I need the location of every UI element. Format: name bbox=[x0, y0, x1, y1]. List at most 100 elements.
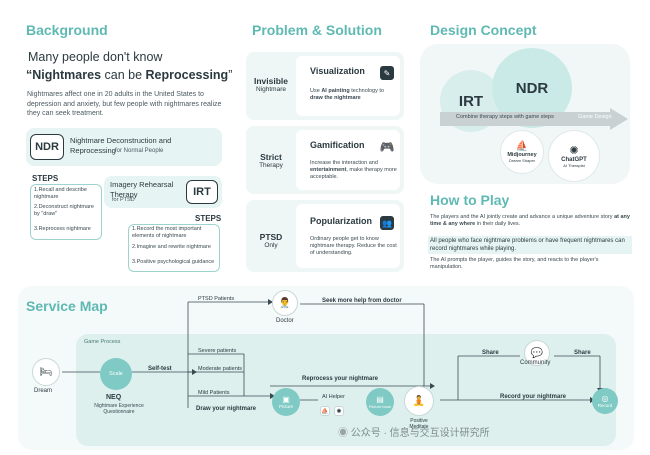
community-label: Community bbox=[520, 360, 551, 366]
midjourney-label: Midjourney bbox=[507, 152, 537, 158]
seek-help-label: Seek more help from doctor bbox=[322, 298, 402, 304]
background-heading: Background bbox=[26, 22, 108, 38]
record-icon: ◎ bbox=[601, 394, 609, 403]
combine-text: Combine therapy steps with game steps bbox=[456, 114, 554, 120]
sailboat-icon: ⛵ bbox=[515, 141, 529, 152]
share-label-1: Share bbox=[482, 350, 499, 356]
problem-row-2-left: Strict Therapy bbox=[249, 152, 293, 169]
desc-1a: Use bbox=[310, 88, 322, 94]
mild-label: Mild Patients bbox=[198, 390, 230, 396]
neq-label: NEQ bbox=[106, 394, 122, 401]
desc-2a: Increase the interaction and bbox=[310, 160, 378, 166]
chatgpt-small-icon: ✺ bbox=[334, 406, 344, 416]
bed-icon: 🛏 bbox=[39, 366, 53, 378]
problem-row-2-title: Gamification bbox=[310, 140, 365, 150]
design-heading: Design Concept bbox=[430, 22, 537, 38]
problem-row-3-desc: Ordinary people get to know nightmare th… bbox=[310, 236, 397, 256]
howto-p1-c: in their daily lives. bbox=[475, 221, 521, 227]
problem-heading: Problem & Solution bbox=[252, 22, 382, 38]
ai-helper-label: AI Helper bbox=[322, 394, 345, 400]
paint-icon: ✎ bbox=[380, 66, 394, 80]
desc-1b: AI painting bbox=[321, 88, 350, 94]
severe-label: Severe patients bbox=[198, 348, 237, 354]
howto-heading: How to Play bbox=[430, 192, 510, 208]
irt-step-2: 2.Imagine and rewrite nightmare bbox=[132, 244, 211, 250]
community-node: 💬 bbox=[524, 340, 550, 366]
design-arrow bbox=[440, 108, 628, 130]
irt-title: Imagery Rehearsal Therapy bbox=[110, 180, 174, 199]
desc-2b: entertainment bbox=[310, 167, 347, 173]
ndr-title: Nightmare Deconstruction and Reprocessin… bbox=[70, 136, 172, 155]
doctor-icon: 👨‍⚕️ bbox=[278, 297, 292, 309]
problem-row-1-left-title: Invisible bbox=[253, 76, 288, 86]
problem-row-2-left-sub: Therapy bbox=[259, 162, 283, 169]
people-icon: 👥 bbox=[380, 216, 394, 230]
picture-book-label: Picture book bbox=[368, 404, 392, 409]
positive-node: 🧘 bbox=[404, 386, 434, 416]
watermark: ◉ 公众号 · 信息与交互设计研究所 bbox=[338, 424, 490, 439]
record-node-label: Record bbox=[597, 403, 613, 408]
share-label-2: Share bbox=[574, 350, 591, 356]
ptsd-label: PTSD Patients bbox=[198, 296, 235, 302]
picture-node: ▣ Picture bbox=[272, 388, 300, 416]
midjourney-sub: Dream Shaper bbox=[508, 158, 535, 163]
close-quote: ” bbox=[228, 68, 233, 82]
problem-row-3-left-title: PTSD bbox=[259, 232, 283, 242]
irt-badge: IRT bbox=[186, 180, 218, 204]
problem-row-1-title: Visualization bbox=[310, 66, 365, 76]
gamepad-icon: 🎮 bbox=[379, 140, 395, 154]
picture-icon: ▣ bbox=[282, 395, 290, 404]
ndr-steps-box bbox=[30, 184, 102, 240]
ndr-circle-label: NDR bbox=[515, 79, 549, 97]
ndr-step-1: 1.Recall and describe nightmare bbox=[34, 187, 87, 200]
problem-row-2-right bbox=[296, 130, 400, 190]
dream-label: Dream bbox=[34, 388, 53, 394]
scale-label: Scale bbox=[109, 371, 123, 377]
record-node: ◎ Record bbox=[592, 388, 618, 414]
doctor-node: 👨‍⚕️ bbox=[272, 290, 298, 316]
game-process-label: Game Process bbox=[84, 339, 121, 345]
ndr-step-3: 3.Reprocess nightmare bbox=[34, 226, 91, 232]
scale-node: Scale bbox=[100, 358, 132, 390]
chatgpt-icon: ✺ bbox=[569, 145, 579, 157]
record-label: Record your nightmare bbox=[500, 394, 567, 400]
irt-step-1: 1.Record the most important elements of … bbox=[132, 226, 202, 239]
reprocessing-word: Reprocessing bbox=[145, 68, 229, 82]
problem-row-2-left-title: Strict bbox=[260, 152, 282, 162]
self-test-label: Self-test bbox=[148, 366, 172, 372]
irt-steps-box bbox=[128, 224, 220, 272]
arrow-label: Game Design bbox=[578, 114, 612, 120]
ndr-for: for Normal People bbox=[115, 148, 164, 154]
picture-book-node: ▤ Picture book bbox=[366, 388, 394, 416]
can-be-text: can be bbox=[101, 68, 146, 82]
picture-label: Picture bbox=[278, 404, 293, 409]
reprocess-label: Reprocess your nightmare bbox=[302, 376, 379, 382]
draw-label: Draw your nightmare bbox=[196, 406, 257, 412]
wechat-icon: ◉ bbox=[338, 428, 351, 439]
desc-1c: technology to bbox=[349, 88, 384, 94]
problem-row-1-desc: Use AI painting technology to draw the n… bbox=[310, 88, 398, 102]
problem-row-1-left-sub: Nightmare bbox=[256, 86, 286, 93]
problem-row-2-desc: Increase the interaction and entertainme… bbox=[310, 160, 398, 181]
irt-steps-label: STEPS bbox=[195, 214, 222, 223]
desc-1d: draw the nightmare bbox=[310, 95, 361, 101]
problem-row-3-title: Popularization bbox=[310, 216, 373, 226]
moderate-label: Moderate patients bbox=[198, 366, 243, 372]
problem-row-3-left: PTSD Only bbox=[249, 232, 293, 249]
positive-label: Positive Meditate bbox=[409, 418, 429, 430]
watermark-text: 公众号 · 信息与交互设计研究所 bbox=[350, 428, 490, 439]
ndr-steps-label: STEPS bbox=[32, 174, 59, 183]
howto-p1: The players and the AI jointly create an… bbox=[430, 214, 630, 228]
problem-row-3-left-sub: Only bbox=[264, 242, 278, 249]
book-icon: ▤ bbox=[376, 395, 384, 404]
chatgpt-label: ChatGPT bbox=[561, 157, 587, 163]
howto-p1-a: The players and the AI jointly create an… bbox=[430, 214, 615, 220]
ndr-badge: NDR bbox=[30, 134, 64, 160]
combine-label: Combine therapy steps with game steps bbox=[456, 114, 554, 120]
problem-row-1-left: Invisible Nightmare bbox=[249, 76, 293, 93]
problem-row-3-right bbox=[296, 204, 400, 268]
irt-circle-label: IRT bbox=[458, 92, 484, 110]
background-line1: Many people don't know bbox=[28, 50, 163, 64]
chatgpt-sub: AI Therapist bbox=[563, 163, 585, 168]
